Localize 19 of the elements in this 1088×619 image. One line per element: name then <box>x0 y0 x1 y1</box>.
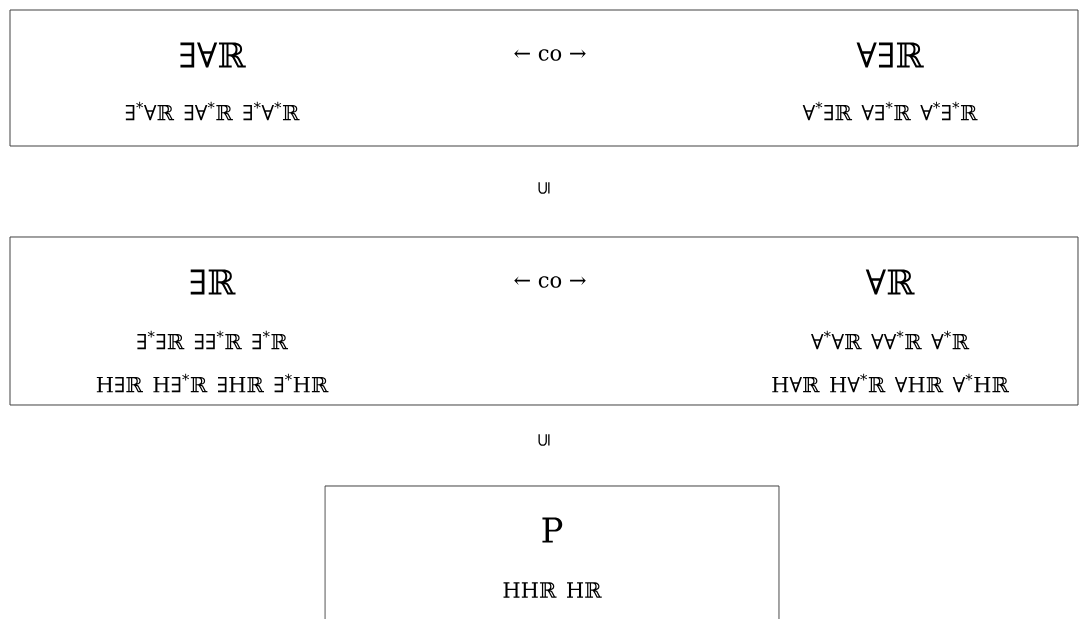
class-heading: ∃ℝ <box>190 269 236 295</box>
class-heading: ∃∀ℝ <box>180 42 246 68</box>
class-list: H∀ℝ H∀$^{*}$ℝ ∀Hℝ ∀$^{*}$Hℝ <box>772 373 1009 393</box>
panel <box>9 236 1079 406</box>
panel <box>9 9 1079 147</box>
class-list: ∀$^{*}$∀ℝ ∀∀$^{*}$ℝ ∀$^{*}$ℝ <box>811 330 970 350</box>
class-list: ∃$^{*}$∃ℝ ∃∃$^{*}$ℝ ∃$^{*}$ℝ <box>137 330 288 350</box>
class-heading: ∀ℝ <box>865 269 915 295</box>
class-list: ∃$^{*}$∀ℝ ∃∀$^{*}$ℝ ∃$^{*}$∀$^{*}$ℝ <box>125 101 300 121</box>
subset-sign: ⊆ <box>538 434 550 446</box>
class-list: ∀$^{*}$∃ℝ ∀∃$^{*}$ℝ ∀$^{*}$∃$^{*}$ℝ <box>802 101 978 121</box>
panel <box>324 485 780 619</box>
class-heading: ∀∃ℝ <box>856 42 924 68</box>
co-arrows: ← co → <box>514 276 586 288</box>
class-list: H∃ℝ H∃$^{*}$ℝ ∃Hℝ ∃$^{*}$Hℝ <box>96 373 329 393</box>
class-list: HHℝ Hℝ <box>503 582 602 598</box>
co-arrows: ← co → <box>514 49 586 61</box>
class-heading: P <box>542 517 563 543</box>
subset-sign: ⊆ <box>538 182 550 194</box>
